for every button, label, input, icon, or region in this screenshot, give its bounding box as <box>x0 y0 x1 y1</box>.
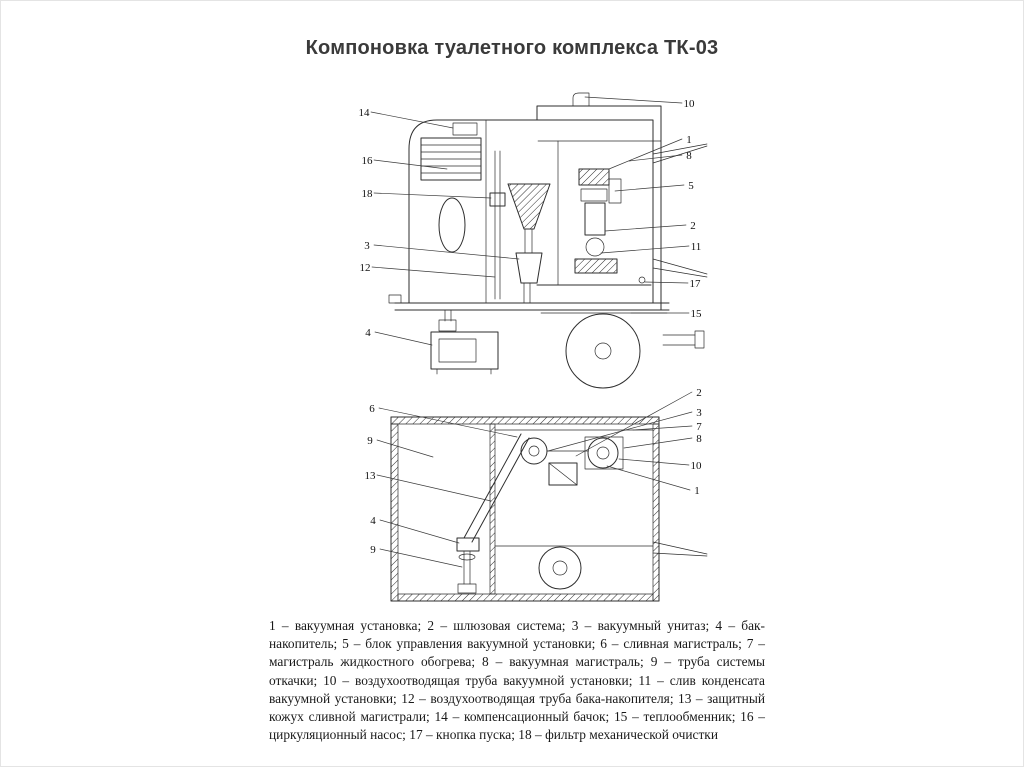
pumpout-pipe-shape <box>457 550 477 594</box>
vent-pipe-and-filter <box>489 150 506 300</box>
callout-label: 3 <box>696 407 702 419</box>
sluice-shape <box>548 462 578 486</box>
callout-label: 10 <box>684 98 696 110</box>
callout-label: 13 <box>365 470 377 482</box>
section-arrow <box>652 541 708 557</box>
leader-line <box>373 159 448 170</box>
leader-line <box>632 425 693 431</box>
callout-label: 9 <box>370 544 376 556</box>
plan-view-callouts: 6 9 13 4 9 2 3 78 10 1 <box>365 387 703 568</box>
callout-label: 7 <box>696 421 702 433</box>
coupler-shape <box>662 330 705 349</box>
callout-label: 17 <box>690 278 702 290</box>
callout-label: 2 <box>690 220 696 232</box>
leader-line <box>584 96 683 104</box>
louver-grille <box>420 137 482 181</box>
legend-text: 1 – вакуумная установка; 2 – шлюзовая си… <box>269 618 765 743</box>
callout-label: 12 <box>360 262 371 274</box>
compensation-tank-shape <box>452 122 478 136</box>
vacuum-toilet-shape <box>507 183 551 304</box>
leader-line <box>376 439 434 458</box>
callout-label: 14 <box>359 107 371 119</box>
leader-line <box>644 281 689 284</box>
callout-label: 4 <box>370 515 376 527</box>
leader-line <box>373 192 492 199</box>
callout-label: 11 <box>691 241 702 253</box>
page-title: Компоновка туалетного комплекса ТК-03 <box>305 37 719 59</box>
leader-line <box>371 266 496 278</box>
section-arrows <box>652 143 708 278</box>
callout-label: 8 <box>686 150 692 162</box>
callout-label: 6 <box>369 403 375 415</box>
leader-line <box>376 474 492 502</box>
leader-line <box>618 458 690 466</box>
callout-label: 3 <box>364 240 370 252</box>
callout-label: 16 <box>362 155 374 167</box>
leader-line <box>379 519 460 544</box>
leader-line <box>374 331 433 346</box>
leader-line <box>623 437 693 449</box>
legend: 1 – вакуумная установка; 2 – шлюзовая си… <box>269 617 765 745</box>
callout-label: 4 <box>365 327 371 339</box>
callout-label: 15 <box>691 308 703 320</box>
drain-main-shape <box>456 433 530 552</box>
callout-label: 9 <box>367 435 373 447</box>
leader-line <box>604 224 687 232</box>
plan-walls <box>390 416 660 602</box>
callout-label: 8 <box>696 433 702 445</box>
callout-label: 1 <box>686 134 692 146</box>
leader-line <box>600 245 690 254</box>
leader-line <box>373 244 520 260</box>
wheel-shape <box>540 312 668 389</box>
step-shape <box>388 294 402 304</box>
exhaust-vent-shape <box>572 92 590 107</box>
leader-line <box>379 548 463 568</box>
leader-line <box>378 407 518 438</box>
callout-label: 2 <box>696 387 702 399</box>
fan-circle-shape <box>538 546 582 590</box>
leader-line <box>370 111 454 129</box>
leader-line <box>547 411 693 452</box>
leader-line <box>614 184 685 192</box>
leader-line <box>575 391 693 457</box>
toilet-plan-shape <box>520 437 548 465</box>
start-button-shape <box>638 276 646 284</box>
car-body-outline <box>408 105 662 311</box>
floor-lines <box>394 302 670 311</box>
plan-view-figure: 6 9 13 4 9 2 3 78 10 1 <box>365 387 708 602</box>
vacuum-unit-plan-shape <box>546 436 624 470</box>
vacuum-unit-shape <box>574 168 622 274</box>
leader-line <box>606 465 691 491</box>
callout-label: 18 <box>362 188 374 200</box>
leader-line <box>628 154 683 162</box>
callout-label: 1 <box>694 485 700 497</box>
callout-label: 5 <box>688 180 694 192</box>
window-oval <box>438 197 466 253</box>
callout-label: 10 <box>691 460 703 472</box>
holding-tank-shape <box>430 309 499 375</box>
leader-line <box>608 138 683 170</box>
